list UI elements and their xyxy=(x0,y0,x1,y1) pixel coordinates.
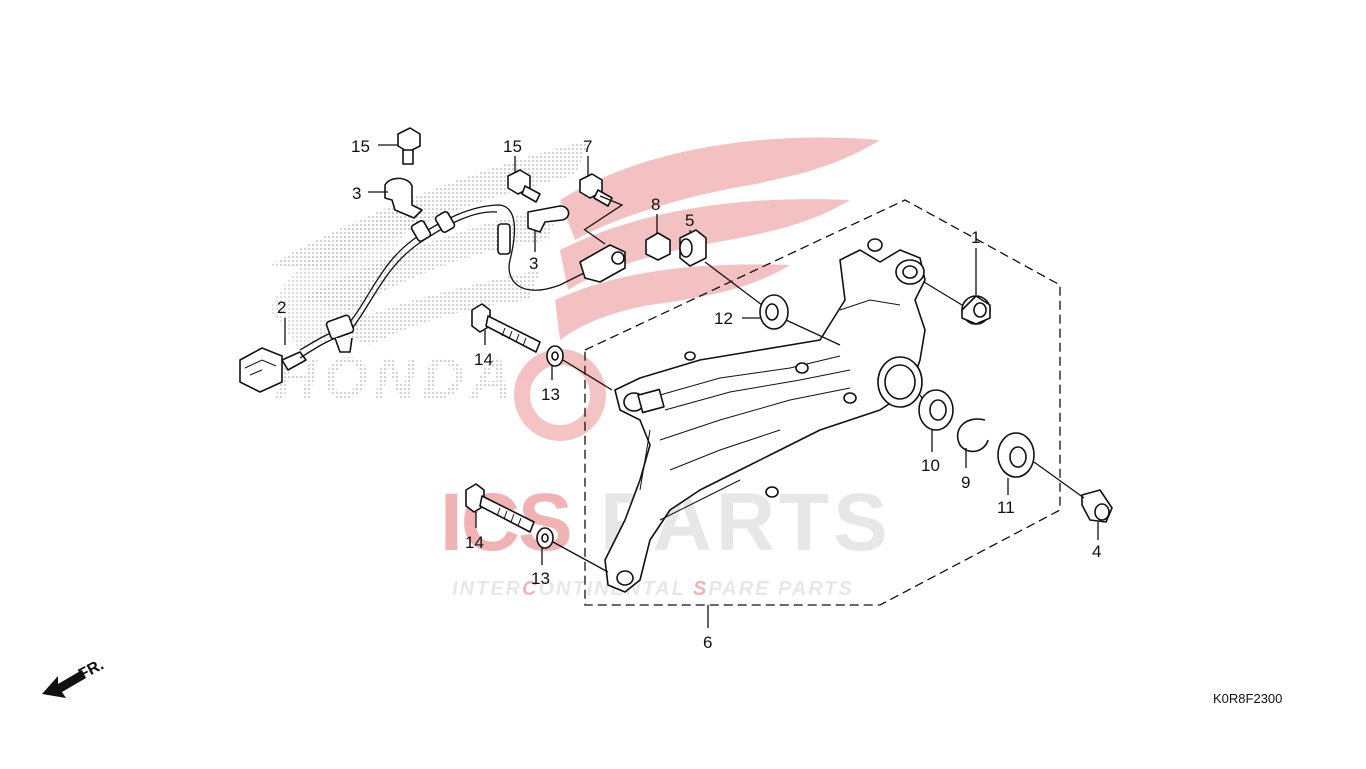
bolt-15-left xyxy=(397,127,421,165)
front-direction-arrow: FR. xyxy=(42,656,107,698)
callout-15: 15 xyxy=(503,137,522,156)
honda-wing-watermark: HONDA xyxy=(270,140,590,411)
bearing-1 xyxy=(961,295,991,325)
bolt-7 xyxy=(579,173,613,207)
callout-14: 14 xyxy=(465,533,484,552)
bearing-12 xyxy=(759,294,789,330)
callout-4: 4 xyxy=(1092,542,1101,561)
leader-lines xyxy=(284,144,1099,628)
washer-13-lower xyxy=(536,527,554,549)
bearing-10 xyxy=(918,389,954,431)
callout-3: 3 xyxy=(352,184,361,203)
callout-11: 11 xyxy=(997,498,1015,517)
callout-10: 10 xyxy=(921,456,940,475)
bolt-14-upper xyxy=(471,303,541,353)
circlip-9 xyxy=(956,418,989,453)
callout-13: 13 xyxy=(531,569,550,588)
nut-8 xyxy=(645,232,671,261)
collar-4 xyxy=(1081,489,1113,523)
bearing-11 xyxy=(997,432,1035,478)
callout-3: 3 xyxy=(529,254,538,273)
callout-7: 7 xyxy=(583,137,592,156)
callout-15: 15 xyxy=(351,137,370,156)
callout-9: 9 xyxy=(961,473,970,492)
washer-13-upper xyxy=(546,345,564,367)
clip-right xyxy=(527,205,570,233)
collar-5 xyxy=(679,229,707,267)
callout-1: 1 xyxy=(971,228,980,247)
callout-6: 6 xyxy=(703,633,712,652)
callout-13: 13 xyxy=(541,385,560,404)
bolt-14-lower xyxy=(465,483,535,533)
callout-labels: 15 3 2 15 3 7 8 5 12 14 13 14 13 6 1 10 … xyxy=(277,137,1101,652)
callout-5: 5 xyxy=(685,211,694,230)
callout-8: 8 xyxy=(651,195,660,214)
swing-arm xyxy=(604,238,926,593)
bolt-15-right xyxy=(507,169,541,203)
honda-watermark-text: HONDA xyxy=(275,346,518,411)
clip-left xyxy=(384,177,423,219)
assembly-boundary xyxy=(584,199,1061,606)
callout-14: 14 xyxy=(474,350,493,369)
logo-tagline: INTERCONTINENTAL SPARE PARTS xyxy=(452,578,854,600)
callout-12: 12 xyxy=(714,309,733,328)
speed-sensor-harness xyxy=(239,204,626,393)
diagram-code: K0R8F2300 xyxy=(1213,691,1282,706)
callout-2: 2 xyxy=(277,298,286,317)
logo-ics: ICS xyxy=(440,477,571,568)
